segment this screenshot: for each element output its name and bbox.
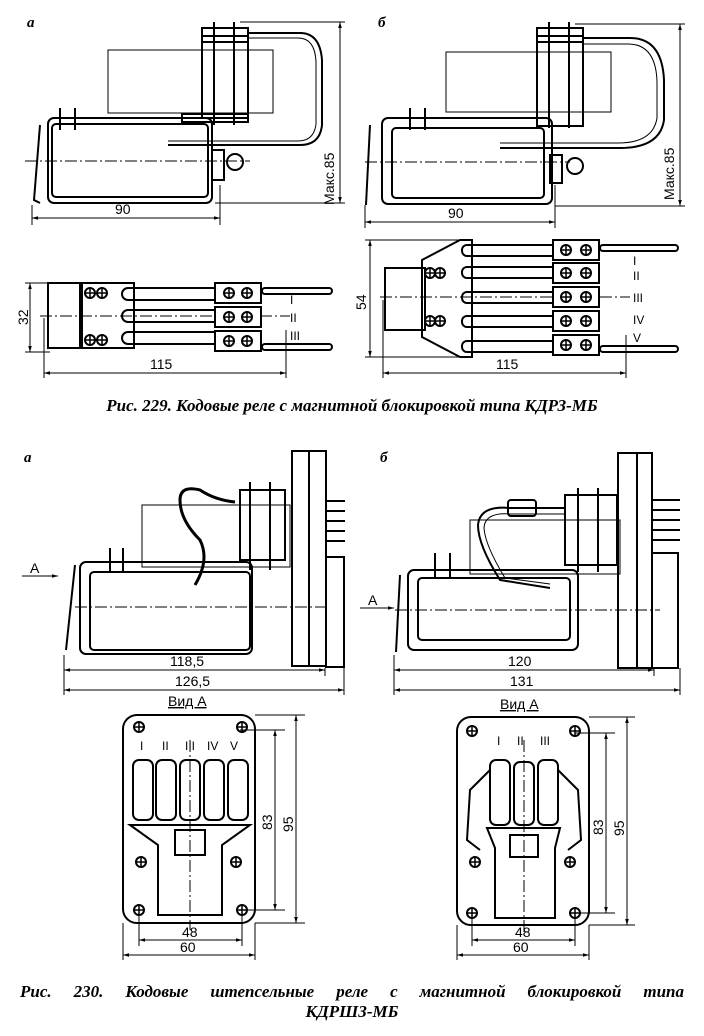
dim-131: 131 <box>510 673 534 689</box>
dim-120: 120 <box>508 653 532 669</box>
contact-I-229b: I <box>633 254 636 268</box>
dim-max85-229a: Макс.85 <box>321 152 337 205</box>
fig229a-side-view: а 90 Макс.85 <box>25 15 345 225</box>
figure-230-caption-line2: КДРШЗ-МБ <box>305 1002 399 1021</box>
view-a-title-230b: Вид А <box>500 696 539 712</box>
dim-115-229b: 115 <box>496 356 519 372</box>
fig230a-front-view: I II III IV V 83 95 48 60 <box>122 714 305 960</box>
dim-126-5: 126,5 <box>175 673 210 689</box>
dim-48-230b: 48 <box>515 924 531 940</box>
dim-54: 54 <box>353 294 369 310</box>
view-arrow-label-230b: А <box>368 592 378 608</box>
contact-V-229b: V <box>633 331 641 345</box>
contact-II-229b: II <box>633 269 640 283</box>
view-arrow-label-230a: А <box>30 560 40 576</box>
fig230b-side-view: б А 120 131 Вид А <box>360 450 681 712</box>
contact-II-230a: II <box>162 739 169 753</box>
dim-95-230a: 95 <box>280 816 296 832</box>
panel-label-230a: а <box>24 450 32 466</box>
dim-83-230b: 83 <box>590 819 606 835</box>
dim-48-230a: 48 <box>182 924 198 940</box>
dim-83-230a: 83 <box>259 814 275 830</box>
contact-V-230a: V <box>230 739 238 753</box>
contact-III-229b: III <box>633 291 643 305</box>
view-a-title-230a: Вид А <box>168 693 207 709</box>
contact-IV-229b: IV <box>633 313 644 327</box>
panel-label-230b: б <box>380 450 388 466</box>
fig230a-side-view: а А 118,5 126,5 Вид А <box>22 450 345 709</box>
dim-60-230b: 60 <box>513 939 529 955</box>
fig230b-front-view: I II III 83 95 48 60 <box>456 716 635 960</box>
fig229b-side-view: б 90 Макс.85 <box>364 15 685 228</box>
panel-label-229a: а <box>27 15 35 31</box>
panel-label-229b: б <box>378 15 386 31</box>
dim-32: 32 <box>15 309 31 325</box>
contact-II-230b: II <box>517 734 524 748</box>
contact-II-229a: II <box>290 311 297 325</box>
fig229a-top-view: I II III 32 115 <box>15 282 333 378</box>
figure-229-caption: Рис. 229. Кодовые реле с магнитной блоки… <box>106 396 598 415</box>
figure-230-caption-line1: Рис. 230. Кодовые штепсельные реле с маг… <box>20 982 684 1001</box>
dim-95-230b: 95 <box>611 820 627 836</box>
dim-60-230a: 60 <box>180 939 196 955</box>
dim-115-229a: 115 <box>150 356 173 372</box>
fig229b-top-view: I II III IV V 54 115 <box>353 239 679 378</box>
contact-I-230b: I <box>497 734 500 748</box>
contact-I-230a: I <box>140 739 143 753</box>
contact-III-230b: III <box>540 734 550 748</box>
dim-90-229a: 90 <box>115 201 131 217</box>
contact-III-229a: III <box>290 329 300 343</box>
dim-max85-229b: Макс.85 <box>661 147 677 200</box>
contact-I-229a: I <box>290 293 293 307</box>
dim-90-229b: 90 <box>448 205 464 221</box>
contact-IV-230a: IV <box>207 739 218 753</box>
dim-118-5: 118,5 <box>170 653 204 669</box>
